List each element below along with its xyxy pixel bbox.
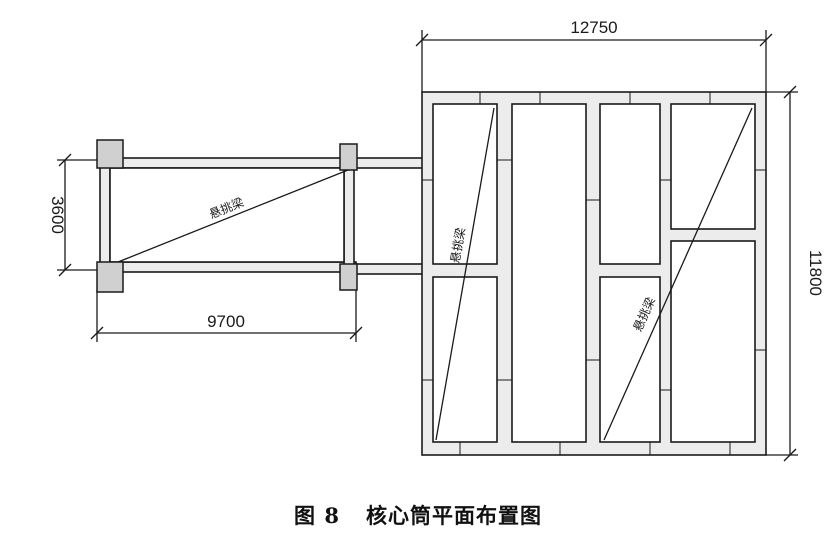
corridor-structure: 悬挑梁 xyxy=(96,139,427,293)
core-tube-floor-plan: 12750 11800 3600 9700 xyxy=(48,18,825,462)
dimension-top: 12750 xyxy=(415,18,773,92)
core-left-beam-label: 悬挑梁 xyxy=(447,226,468,264)
dimension-top-label: 12750 xyxy=(570,18,617,37)
core-room xyxy=(432,103,498,265)
dimension-bottom: 9700 xyxy=(90,290,363,342)
column xyxy=(339,263,358,291)
core-shaft xyxy=(511,103,587,443)
core-room xyxy=(670,103,756,230)
dimension-right: 11800 xyxy=(766,85,825,462)
dimension-right-label: 11800 xyxy=(806,250,825,296)
core-room xyxy=(599,276,661,443)
figure-caption: 图 8 核心筒平面布置图 xyxy=(0,500,836,530)
dimension-left: 3600 xyxy=(48,153,108,277)
column xyxy=(96,261,124,293)
core-room xyxy=(670,240,756,443)
figure-title: 核心筒平面布置图 xyxy=(365,503,542,528)
core-tube: 悬挑梁 悬挑梁 xyxy=(421,91,767,456)
dimension-bottom-label: 9700 xyxy=(207,312,245,331)
column xyxy=(339,143,358,171)
core-room xyxy=(432,276,498,443)
column xyxy=(96,139,124,169)
figure-number: 图 8 xyxy=(294,503,340,528)
core-room xyxy=(599,103,661,265)
dimension-left-label: 3600 xyxy=(48,196,67,234)
